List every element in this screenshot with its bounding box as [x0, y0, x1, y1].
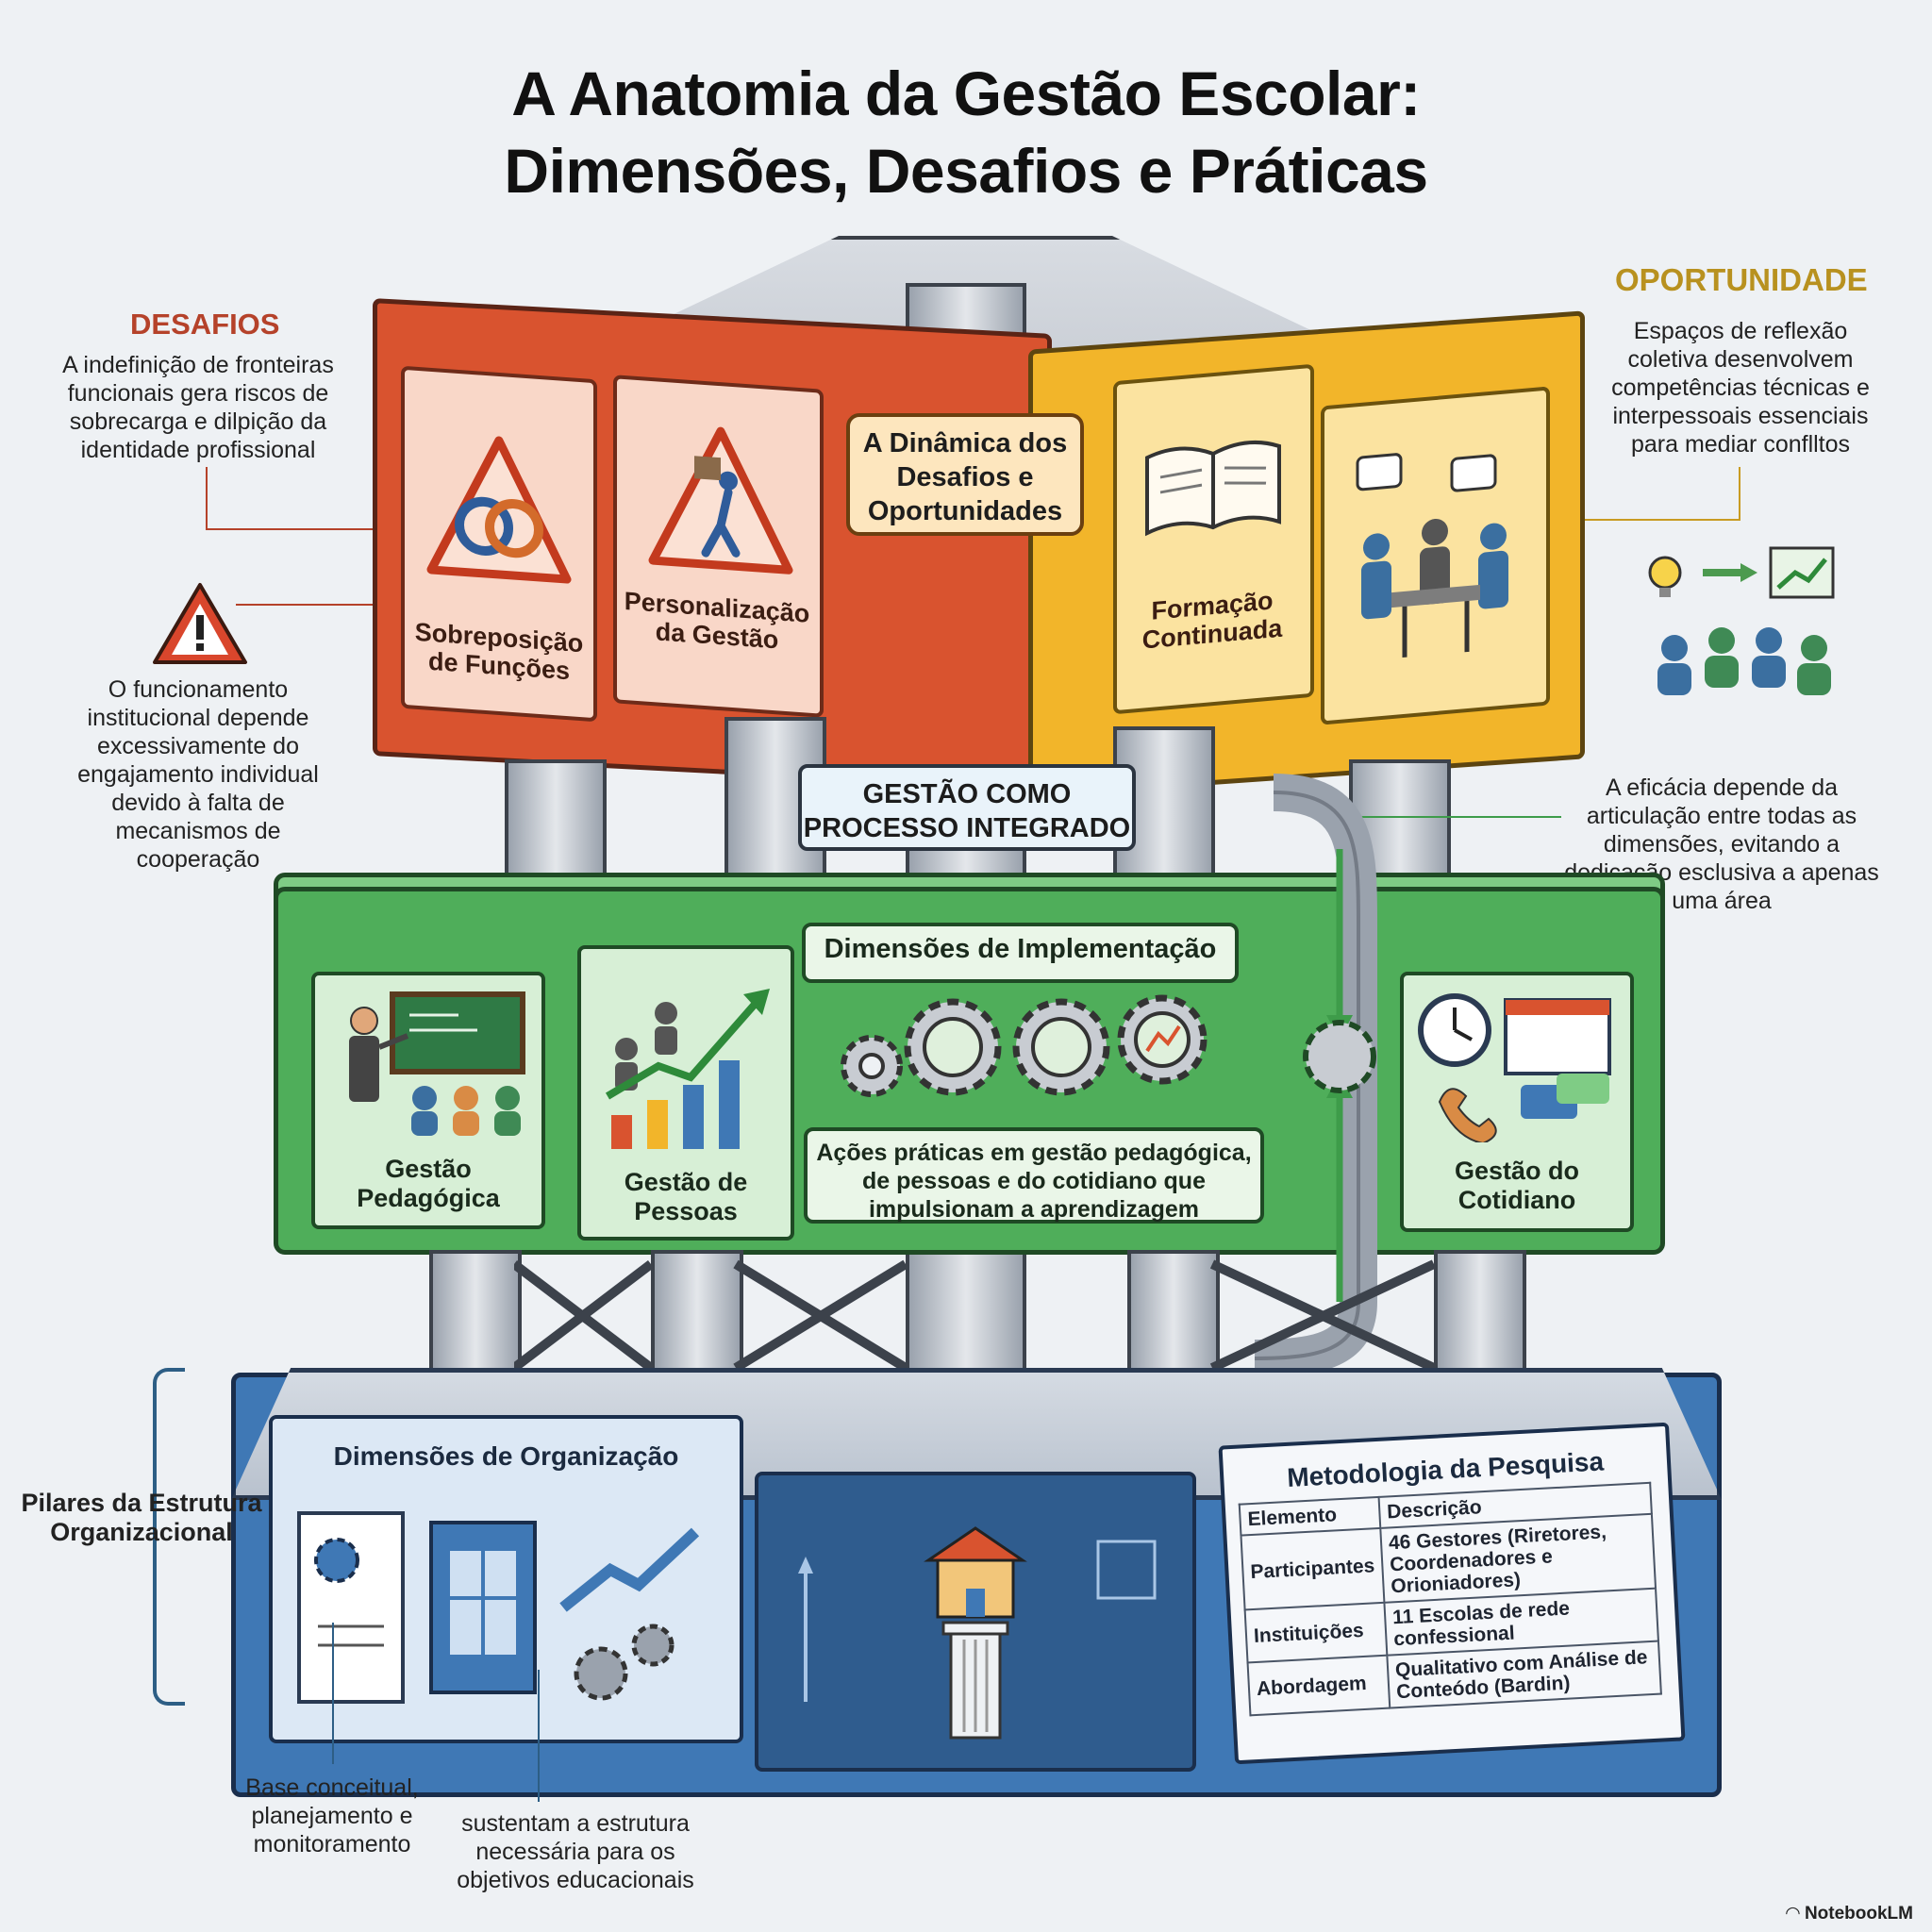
brand-label: ◠ NotebookLM [1786, 1903, 1913, 1924]
methodology-table: Elemento Descrição Participantes 46 Gest… [1239, 1482, 1662, 1717]
row-participants-value: 46 Gestores (Riretores, Coordenadores e … [1380, 1513, 1657, 1603]
process-leader [1349, 816, 1561, 818]
panel-continuing-education: Formação Continuada [1113, 363, 1314, 715]
team-growth-icon [1648, 546, 1835, 695]
challenge-leader-2 [236, 604, 429, 606]
panel-daily: Gestão do Cotidiano [1400, 972, 1634, 1232]
support-note: sustentam a estrutura necessária para os… [457, 1810, 694, 1893]
warning-icon [153, 583, 247, 664]
schedule-icon [1418, 993, 1611, 1142]
challenge-note-boundaries: A indefinição de fronteiras funcionais g… [62, 352, 334, 463]
challenge-leader-1-horizontal [206, 528, 432, 530]
organization-title: Dimensões de Organização [333, 1441, 679, 1471]
integrated-process-label: GESTÃO COMO PROCESSO INTEGRADO [798, 764, 1136, 851]
row-approach-label: Abordagem [1247, 1655, 1391, 1716]
panel-role-overlap-label: Sobreposição de Funções [414, 617, 584, 686]
cross-bracing [514, 1259, 1437, 1373]
challenge-note-engagement: O funcionamento institucional depende ex… [77, 676, 319, 873]
row-participants-label: Participantes [1241, 1527, 1385, 1610]
opportunity-note: Espaços de reflexão coletiva desenvolvem… [1611, 318, 1870, 458]
brand-icon: ◠ [1786, 1904, 1805, 1924]
pillars-bracket [153, 1368, 185, 1706]
methodology-card: Metodologia da Pesquisa Elemento Descriç… [1218, 1422, 1686, 1765]
opportunity-leader-vertical [1739, 467, 1740, 519]
burden-warning-icon [648, 426, 793, 575]
school-pillar-icon [798, 1526, 1157, 1740]
panel-collective-meeting [1321, 386, 1550, 725]
panel-personalization: Personalização da Gestão [613, 375, 824, 718]
meeting-icon [1356, 453, 1508, 658]
panel-people: Gestão de Pessoas [577, 945, 794, 1241]
pillars-label: Pilares da Estrutura Organizacional [21, 1489, 262, 1546]
overlap-warning-icon [426, 436, 572, 584]
integration-pipe [1254, 774, 1377, 1377]
title-line-2: Dimensões, Desafios e Práticas [504, 136, 1428, 206]
panel-pedagogical-label: Gestão Pedagógica [357, 1155, 500, 1212]
panel-institution [755, 1472, 1196, 1772]
implementation-description: Ações práticas em gestão pedagógica, de … [804, 1127, 1264, 1224]
panel-role-overlap: Sobreposição de Funções [401, 365, 597, 723]
panel-continuing-education-label: Formação Continuada [1141, 586, 1283, 655]
page-title: A Anatomia da Gestão Escolar: Dimensões,… [0, 55, 1932, 209]
base-note: Base conceitual, planejamento e monitora… [245, 1774, 419, 1857]
book-icon [1145, 440, 1281, 537]
people-growth-chart-icon [605, 989, 770, 1149]
challenge-leader-1-vertical [206, 467, 208, 528]
base-leader [332, 1623, 334, 1764]
panel-people-label: Gestão de Pessoas [624, 1168, 748, 1225]
challenges-heading: DESAFIOS [130, 308, 280, 341]
panel-personalization-label: Personalização da Gestão [624, 587, 810, 655]
opportunity-heading: OPORTUNIDADE [1615, 262, 1868, 297]
panel-organization: Dimensões de Organização [269, 1415, 743, 1743]
implementation-title: Dimensões de Implementação [802, 923, 1239, 983]
planning-icons [297, 1511, 700, 1704]
gears-icon [841, 994, 1208, 1097]
title-line-1: A Anatomia da Gestão Escolar: [511, 58, 1421, 128]
dynamics-tag: A Dinâmica dos Desafios e Oportunidades [846, 413, 1084, 536]
lower-support-4 [1434, 1250, 1526, 1390]
row-institutions-label: Instituições [1244, 1602, 1388, 1663]
opportunity-leader-horizontal [1500, 519, 1740, 521]
brand-text: NotebookLM [1804, 1904, 1913, 1924]
teacher-icon [349, 991, 525, 1136]
support-leader [538, 1670, 540, 1802]
panel-daily-label: Gestão do Cotidiano [1454, 1157, 1580, 1214]
panel-pedagogical: Gestão Pedagógica [311, 972, 545, 1229]
